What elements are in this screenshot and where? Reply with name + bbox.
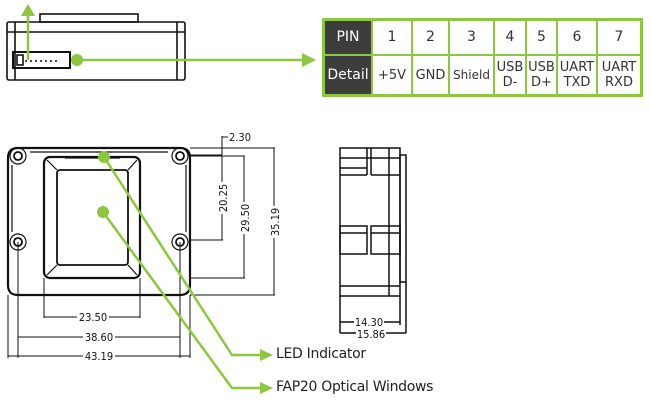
pin-detail-cell: Shield <box>448 54 495 97</box>
window-arrow-icon <box>260 382 273 394</box>
dim-total-width: 43.19 <box>85 350 113 363</box>
pin-number-cell: 4 <box>493 18 527 56</box>
pin-number-cell: 1 <box>371 18 413 56</box>
dim-side-inner-depth: 14.30 <box>355 316 383 329</box>
led-indicator-label: LED Indicator <box>276 346 366 362</box>
right-arrow-icon <box>302 53 316 67</box>
dim-window-width: 23.50 <box>79 311 107 324</box>
dim-inner-height: 29.50 <box>239 204 252 232</box>
pin-detail-line1: UART <box>559 60 595 75</box>
pin-number-cell: 5 <box>525 18 558 56</box>
pin-number-row: PIN 1 2 3 4 5 6 7 <box>322 18 643 56</box>
module-front-view <box>6 146 192 358</box>
dim-window-height: 20.25 <box>217 184 230 212</box>
dim-top-offset: 2.30 <box>229 131 251 144</box>
connector-callout <box>21 4 316 67</box>
pin-header-cell: PIN <box>322 18 373 56</box>
window-callout <box>97 206 273 394</box>
led-callout <box>98 151 273 361</box>
pin-detail-line2: TXD <box>563 75 591 90</box>
pin-detail-line2: D+ <box>531 75 552 90</box>
dim-side-total-depth: 15.86 <box>357 328 385 341</box>
pin-detail-line1: USB <box>528 60 555 75</box>
pin-detail-line2: D- <box>502 75 518 90</box>
module-side-view-top <box>6 13 186 81</box>
pin-detail-cell: GND <box>411 54 450 97</box>
pin-table: PIN 1 2 3 4 5 6 7 Detail +5V GND Shield … <box>322 18 643 97</box>
dim-inner-width: 38.60 <box>85 331 113 344</box>
detail-header-cell: Detail <box>322 54 373 97</box>
vertical-dimensions <box>190 136 275 296</box>
pin-detail-line2: RXD <box>605 75 633 90</box>
pin-detail-line1: UART <box>601 60 637 75</box>
pin-number-cell: 3 <box>448 18 495 56</box>
led-arrow-icon <box>260 349 273 361</box>
optical-window-label: FAP20 Optical Windows <box>276 379 434 395</box>
pin-number-cell: 7 <box>596 18 643 56</box>
pin-detail-cell: +5V <box>371 54 413 97</box>
module-side-view <box>339 147 407 334</box>
dim-total-height: 35.19 <box>269 208 282 236</box>
pin-number-cell: 6 <box>556 18 598 56</box>
pin-detail-line1: USB <box>496 60 524 75</box>
pin-number-cell: 2 <box>411 18 450 56</box>
up-arrow-icon <box>21 4 35 16</box>
